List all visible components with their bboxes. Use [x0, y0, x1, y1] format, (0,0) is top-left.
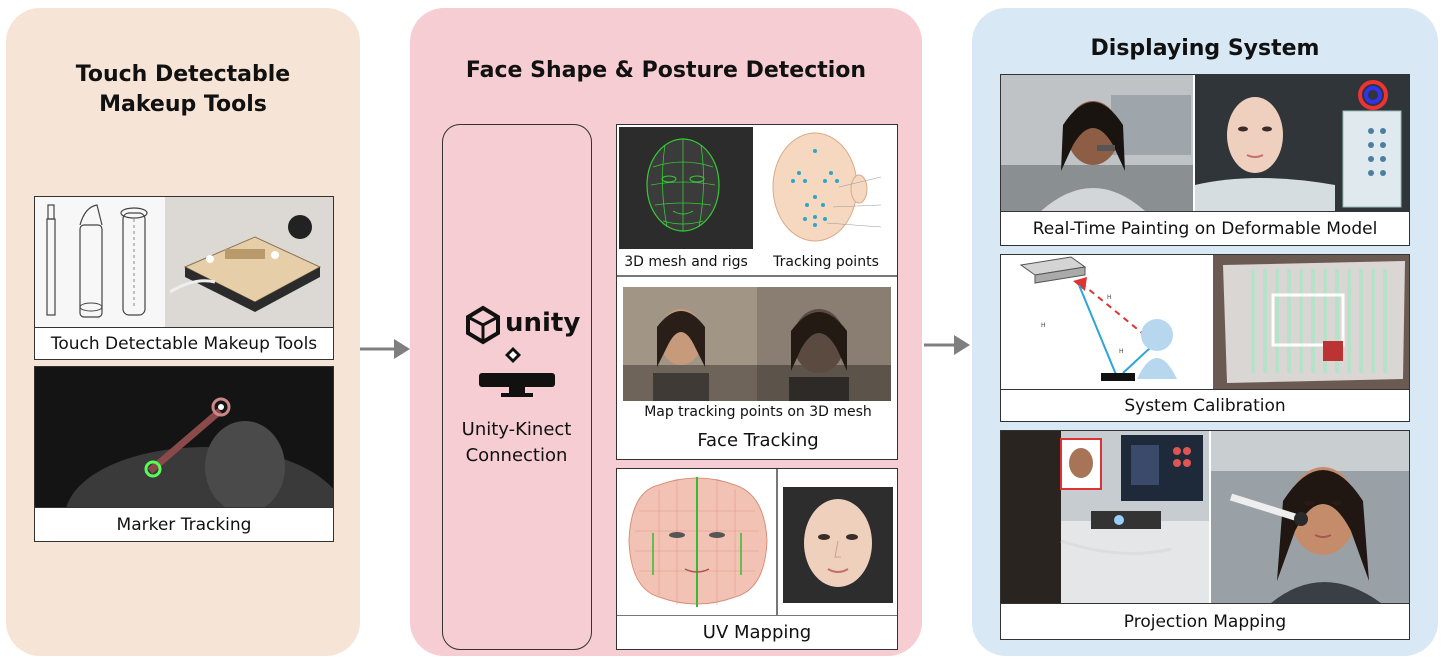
tools-caption: Touch Detectable Makeup Tools	[35, 327, 333, 359]
kinect-sensor-icon	[479, 373, 555, 397]
connection-label-line1: Unity-Kinect	[461, 419, 572, 440]
calibration-caption: System Calibration	[1001, 389, 1409, 421]
face-detection-panel: Face Shape & Posture Detection unity Uni…	[410, 8, 922, 656]
plus-icon	[505, 347, 521, 363]
painting-caption: Real-Time Painting on Deformable Model	[1001, 211, 1409, 245]
projection-caption: Projection Mapping	[1001, 603, 1409, 639]
marker-tracking-figure: Marker Tracking	[34, 366, 334, 542]
svg-text:H: H	[1119, 348, 1124, 355]
uv-map-image	[619, 471, 775, 613]
face-tracking-title: Face Tracking	[697, 430, 819, 451]
unity-kinect-box: unity Unity-Kinect Connection	[442, 124, 592, 650]
marker-caption: Marker Tracking	[35, 507, 333, 541]
face-mapping-photo	[623, 287, 891, 401]
displaying-system-panel: Displaying System	[972, 8, 1438, 656]
face-tracking-box: 3D mesh and rigs Tracking points Map tra…	[616, 124, 898, 460]
flow-arrow-2	[924, 335, 970, 355]
mesh-rig-image	[619, 127, 753, 249]
map-caption: Map tracking points on 3D mesh	[644, 404, 872, 420]
uv-caption: UV Mapping	[617, 615, 897, 649]
uv-mapping-box: UV Mapping	[616, 468, 898, 650]
tracking-points-image	[755, 127, 895, 249]
flow-arrow-1	[360, 339, 410, 359]
projection-mapping-figure: Projection Mapping	[1000, 430, 1410, 640]
projection-setup-photo	[1001, 431, 1209, 603]
svg-text:H: H	[1041, 322, 1046, 329]
marker-tracking-photo	[35, 367, 333, 507]
system-calibration-figure: H H H System Calibration	[1000, 254, 1410, 422]
svg-text:H: H	[1107, 294, 1112, 301]
divider	[776, 469, 778, 615]
divider	[617, 275, 897, 277]
panel-title-line2: Makeup Tools	[99, 92, 267, 117]
projection-pattern-photo	[1213, 255, 1409, 389]
unity-logo-text: unity	[505, 308, 581, 338]
calibration-diagram: H H H	[1001, 255, 1211, 389]
rendered-face-image	[783, 487, 893, 603]
panel-title: Displaying System	[1090, 36, 1320, 61]
panel-title: Face Shape & Posture Detection	[465, 58, 867, 83]
panel-title-line1: Touch Detectable	[75, 62, 291, 87]
realtime-painting-figure: Real-Time Painting on Deformable Model	[1000, 74, 1410, 246]
mesh-caption: 3D mesh and rigs	[624, 254, 748, 270]
tool-sketch-image	[35, 197, 165, 327]
painting-user-photo	[1001, 75, 1193, 211]
deformable-model-image	[1195, 75, 1409, 211]
makeup-tools-figure: Touch Detectable Makeup Tools	[34, 196, 334, 360]
makeup-tools-panel: Touch Detectable Makeup Tools	[6, 8, 360, 656]
connection-label-line2: Connection	[465, 445, 568, 466]
tool-hardware-photo	[165, 197, 333, 327]
tracking-caption: Tracking points	[773, 254, 879, 270]
projection-user-photo	[1211, 431, 1409, 603]
unity-logo-icon	[466, 305, 500, 345]
